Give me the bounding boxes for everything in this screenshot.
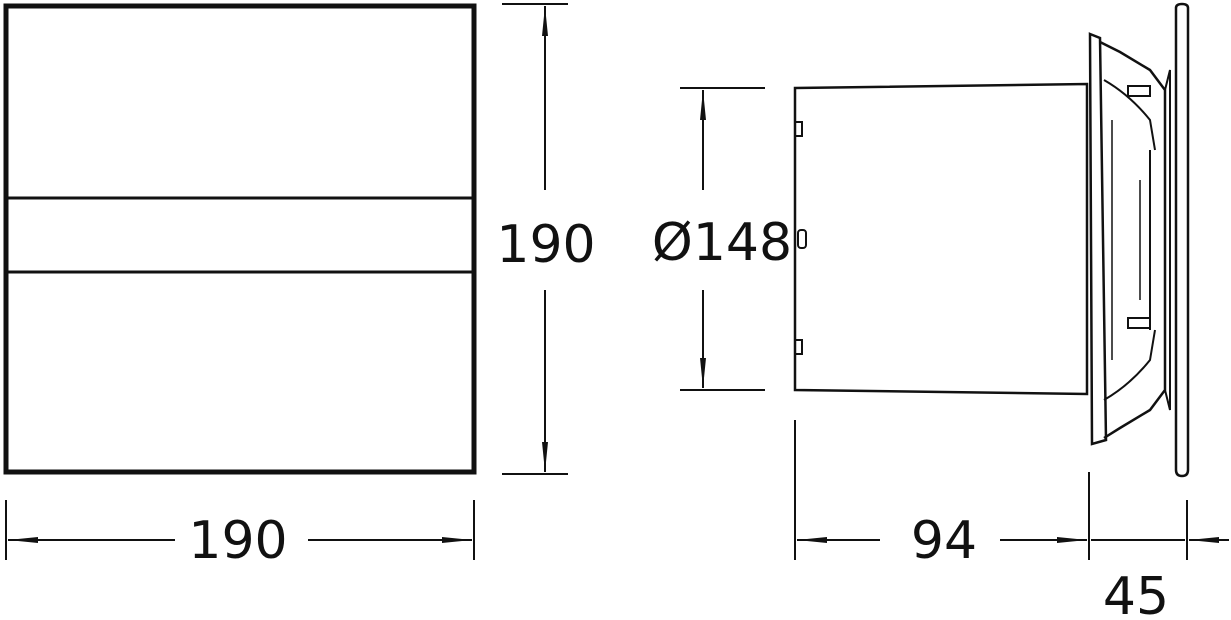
- side-view: [793, 2, 1190, 478]
- spigot-body: [793, 82, 1089, 396]
- front-panel-profile: [1174, 2, 1190, 478]
- front-panel-outline: [3, 3, 477, 475]
- front-width-label: 190: [188, 511, 287, 571]
- motor-housing: [1099, 40, 1167, 440]
- motor-inner-curve-bottom: [1103, 329, 1156, 401]
- front-view: [3, 3, 477, 475]
- flange-depth-dimension: [1091, 500, 1229, 560]
- motor-inner-curve-top: [1103, 79, 1156, 151]
- flange-depth-label: 45: [1103, 567, 1169, 620]
- front-height-dimension: [502, 3, 568, 475]
- motor-flange: [1088, 32, 1108, 446]
- spigot-clip-top: [795, 121, 803, 137]
- body-depth-dimension: [794, 420, 1090, 560]
- diameter-dimension: [680, 87, 765, 391]
- spigot-latch: [797, 229, 807, 249]
- motor-bracket-top: [1127, 85, 1151, 97]
- front-width-dimension: [5, 500, 475, 560]
- front-height-label: 190: [496, 215, 595, 275]
- motor-bracket-bottom: [1127, 317, 1151, 329]
- diameter-label: Ø148: [652, 213, 792, 273]
- body-depth-label: 94: [911, 511, 977, 571]
- motor-back-step: [1164, 69, 1171, 411]
- spigot-clip-bottom: [795, 339, 803, 355]
